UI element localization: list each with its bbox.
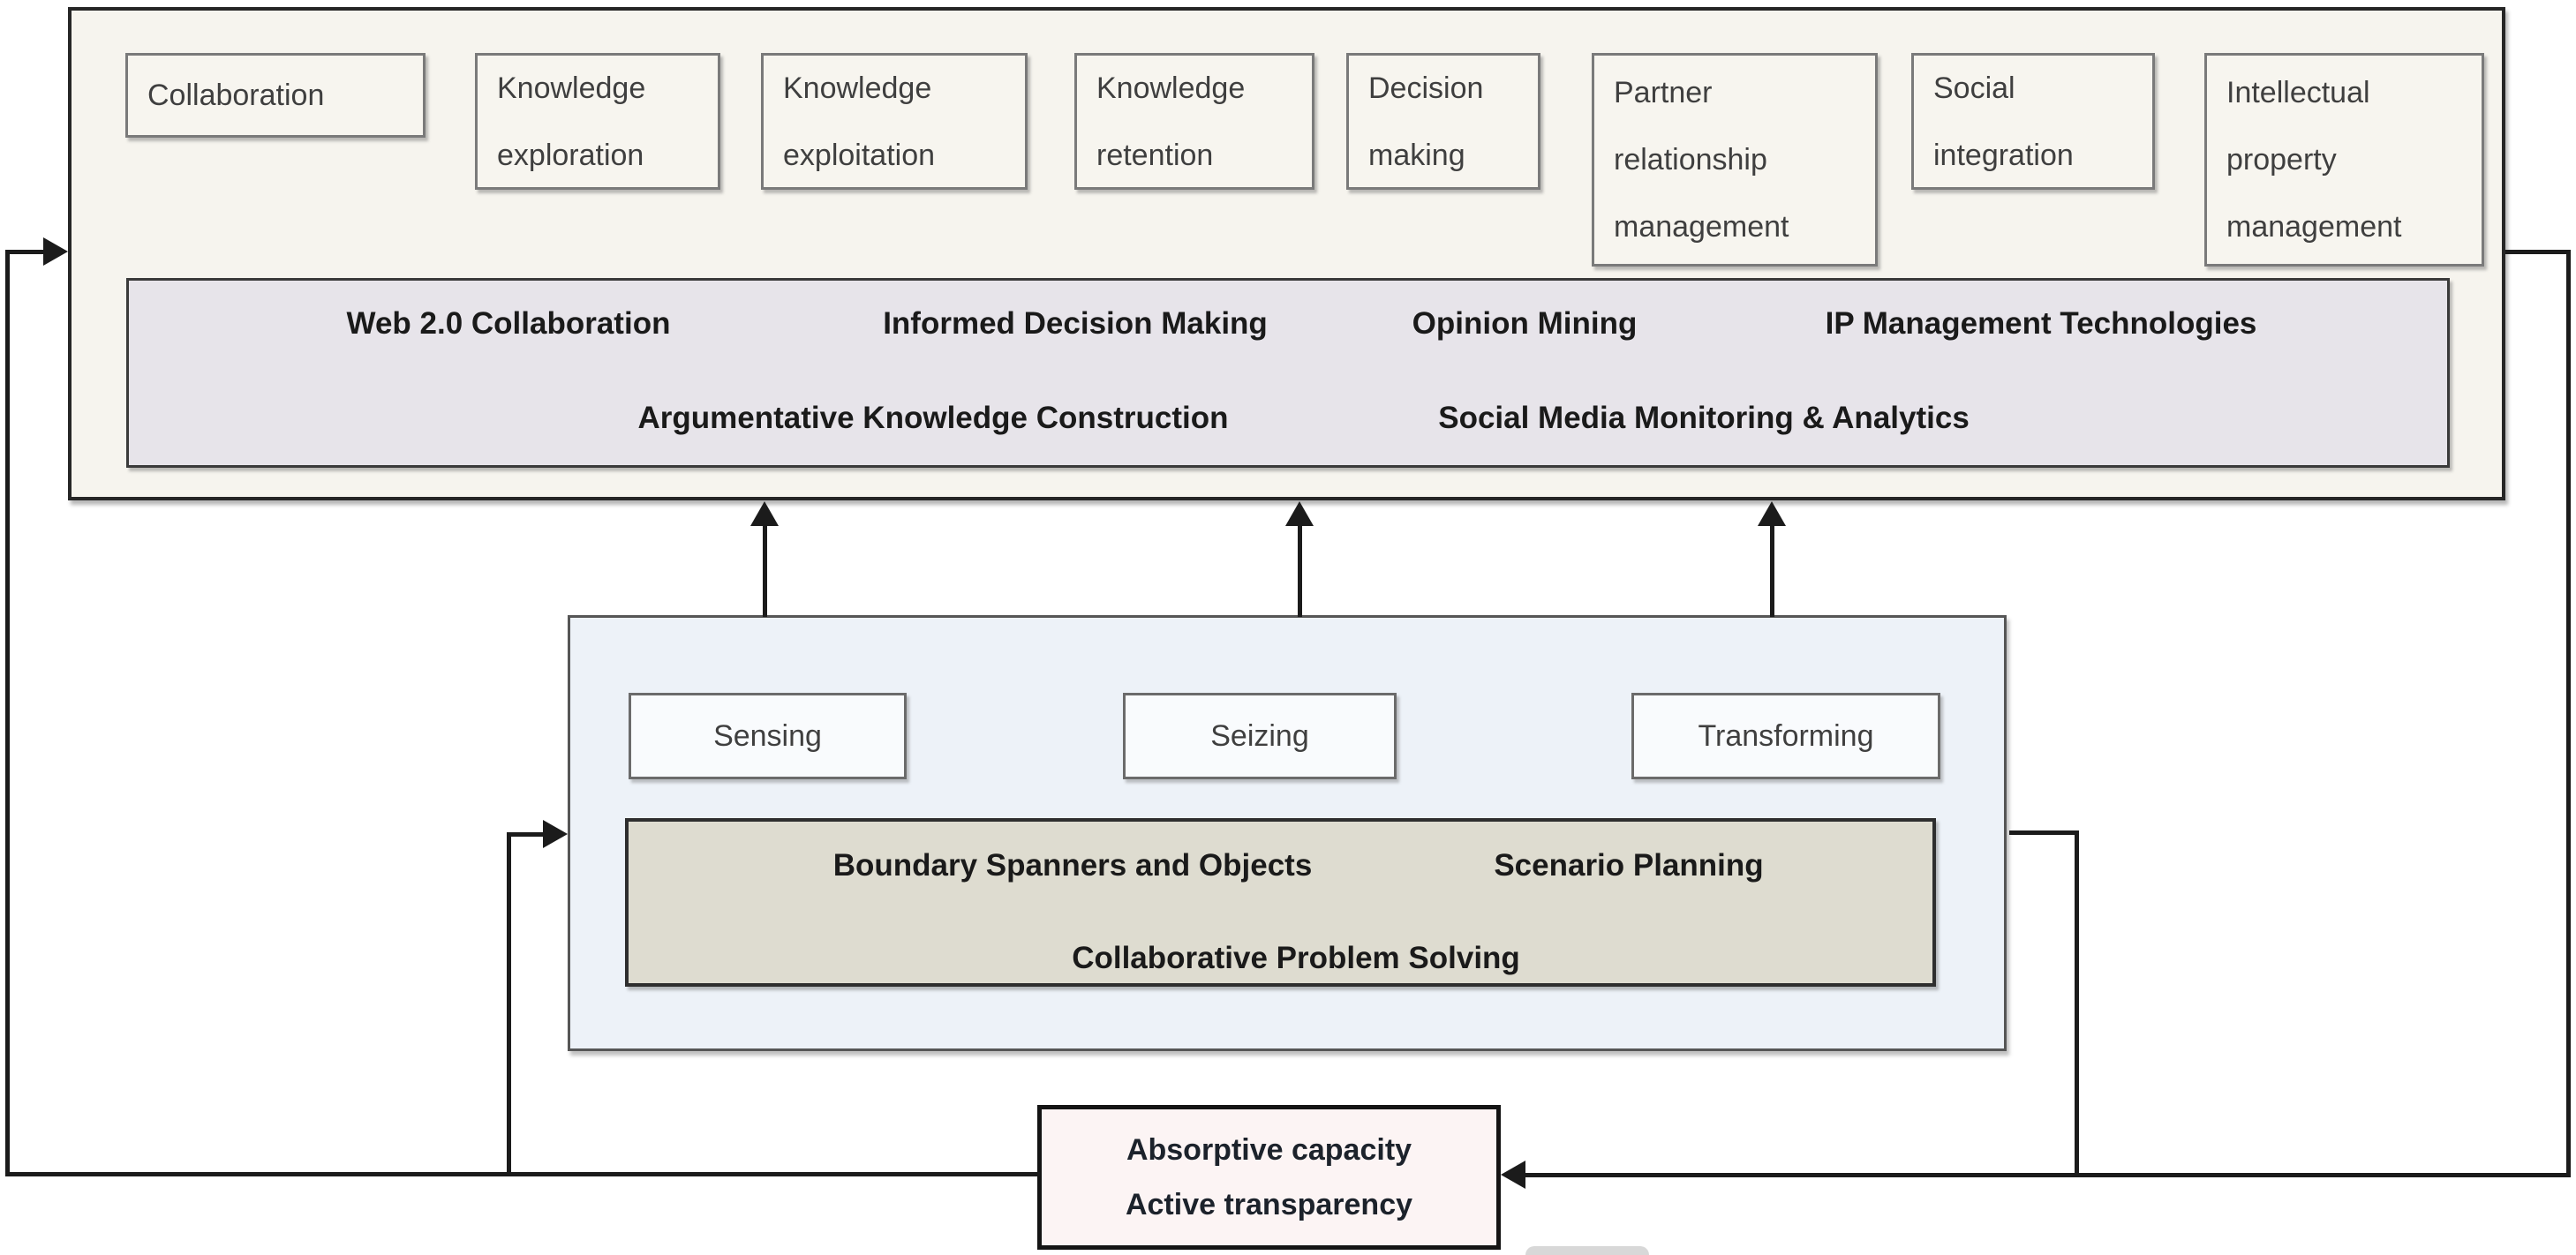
top-to-feedback-stub — [2505, 250, 2571, 254]
capability-label: Knowledge exploitation — [783, 71, 936, 172]
capability-label: Collaboration — [147, 79, 325, 112]
capability-label: Knowledge exploration — [497, 71, 646, 172]
arrowhead-into-middle-box — [543, 820, 568, 848]
top-to-feedback-line-vertical — [2566, 250, 2571, 1177]
stage-box-sensing: Sensing — [629, 693, 907, 779]
method-label-collaborative-problem-solving: Collaborative Problem Solving — [1072, 941, 1520, 975]
capability-box-partner-relationship-management: Partner relationship management — [1592, 53, 1878, 267]
stage-box-seizing: Seizing — [1123, 693, 1397, 779]
feedback-left-inner-line-vertical — [507, 832, 511, 1176]
up-arrow-3-line — [1770, 523, 1774, 617]
capability-label: Knowledge retention — [1096, 71, 1246, 172]
capability-label: Decision making — [1368, 71, 1484, 172]
feedback-bottom-right-line — [1524, 1173, 2571, 1177]
capability-label: Partner relationship management — [1614, 76, 1789, 244]
up-arrow-1-line — [763, 523, 767, 617]
feedback-left-outer-line-vertical — [5, 250, 10, 1176]
stage-label: Transforming — [1698, 718, 1874, 753]
tech-label-informed-decision-making: Informed Decision Making — [883, 306, 1268, 341]
feedback-line-1: Absorptive capacity — [1126, 1133, 1412, 1167]
stage-label: Sensing — [713, 718, 822, 753]
feedback-left-inner-line-horizontal — [507, 832, 546, 837]
capability-box-knowledge-exploration: Knowledge exploration — [475, 53, 720, 190]
feedback-bottom-left-line — [5, 1172, 1040, 1176]
up-arrow-3-head — [1758, 501, 1786, 526]
stage-box-transforming: Transforming — [1631, 693, 1940, 779]
middle-to-feedback-stub — [2009, 830, 2079, 835]
up-arrow-2-line — [1298, 523, 1302, 617]
capability-box-intellectual-property-management: Intellectual property management — [2204, 53, 2484, 267]
feedback-line-2: Active transparency — [1125, 1188, 1413, 1221]
tech-label-social-media-monitoring-analytics: Social Media Monitoring & Analytics — [1438, 401, 1970, 435]
tech-label-web20-collaboration: Web 2.0 Collaboration — [346, 306, 671, 341]
capability-label: Social integration — [1933, 71, 2074, 172]
arrowhead-into-top-box — [43, 237, 68, 266]
middle-to-feedback-line-vertical — [2075, 830, 2079, 1176]
method-label-scenario-planning: Scenario Planning — [1494, 848, 1764, 883]
bottom-edge-artifact — [1525, 1246, 1649, 1255]
capability-box-knowledge-exploitation: Knowledge exploitation — [761, 53, 1028, 190]
technology-panel — [126, 278, 2450, 468]
capability-box-social-integration: Social integration — [1911, 53, 2155, 190]
capability-box-decision-making: Decision making — [1346, 53, 1540, 190]
absorptive-capacity-box: Absorptive capacity Active transparency — [1037, 1105, 1501, 1250]
arrowhead-into-feedback-box — [1501, 1161, 1525, 1189]
tech-label-ip-management-technologies: IP Management Technologies — [1825, 306, 2257, 341]
method-label-boundary-spanners-and-objects: Boundary Spanners and Objects — [832, 848, 1313, 883]
tech-label-opinion-mining: Opinion Mining — [1412, 306, 1638, 341]
methods-panel — [625, 818, 1936, 987]
feedback-left-outer-line-horizontal — [5, 250, 46, 254]
up-arrow-1-head — [750, 501, 779, 526]
capability-label: Intellectual property management — [2226, 76, 2402, 244]
tech-label-argumentative-knowledge-construction: Argumentative Knowledge Construction — [637, 401, 1229, 435]
capability-box-knowledge-retention: Knowledge retention — [1074, 53, 1314, 190]
stage-label: Seizing — [1210, 718, 1309, 753]
capability-box-collaboration: Collaboration — [125, 53, 426, 138]
up-arrow-2-head — [1285, 501, 1314, 526]
